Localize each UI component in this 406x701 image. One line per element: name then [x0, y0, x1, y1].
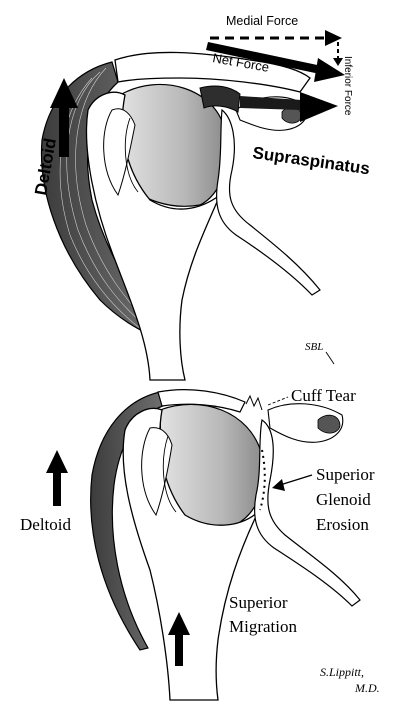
medial-force-arrowhead	[325, 30, 342, 46]
bottom-scapula	[255, 420, 360, 606]
bottom-signature-line1: S.Lippitt,	[320, 665, 364, 679]
top-panel: Medial Force Net Force Inferior Force De…	[31, 14, 371, 380]
supraspinatus-arrowhead	[300, 92, 338, 122]
bottom-deltoid-arrowhead	[46, 450, 68, 473]
supraspinatus-arrow-shaft	[240, 96, 302, 110]
top-deltoid-arrow-shaft	[59, 105, 69, 157]
migration-arrow-shaft	[175, 632, 183, 666]
migration-superior-label: Superior	[229, 593, 288, 612]
inferior-force-arrowhead	[333, 58, 343, 66]
bottom-deltoid-label: Deltoid	[20, 515, 71, 534]
erosion-label: Erosion	[316, 515, 369, 534]
top-signature-stroke	[326, 352, 334, 364]
superior-label: Superior	[316, 465, 375, 484]
migration-label: Migration	[229, 617, 297, 636]
glenoid-label: Glenoid	[316, 490, 371, 509]
bottom-deltoid-arrow-shaft	[53, 470, 61, 506]
top-scapula	[217, 110, 320, 295]
bottom-signature-line2: M.D.	[354, 681, 380, 695]
inferior-force-label: Inferior Force	[342, 56, 353, 116]
erosion-pointer-head	[272, 479, 285, 491]
bottom-panel: Cuff Tear Deltoid Superior Glenoid Erosi…	[20, 386, 380, 700]
cuff-tear-leader	[268, 397, 288, 405]
erosion-pointer-line	[280, 475, 312, 485]
bottom-coracoid-shadow	[318, 415, 340, 433]
top-signature: SBL	[305, 341, 323, 353]
cuff-tear-edge	[246, 396, 262, 410]
supraspinatus-label: Supraspinatus	[251, 143, 371, 178]
medial-force-label: Medial Force	[226, 14, 298, 28]
cuff-tear-label: Cuff Tear	[291, 386, 356, 405]
